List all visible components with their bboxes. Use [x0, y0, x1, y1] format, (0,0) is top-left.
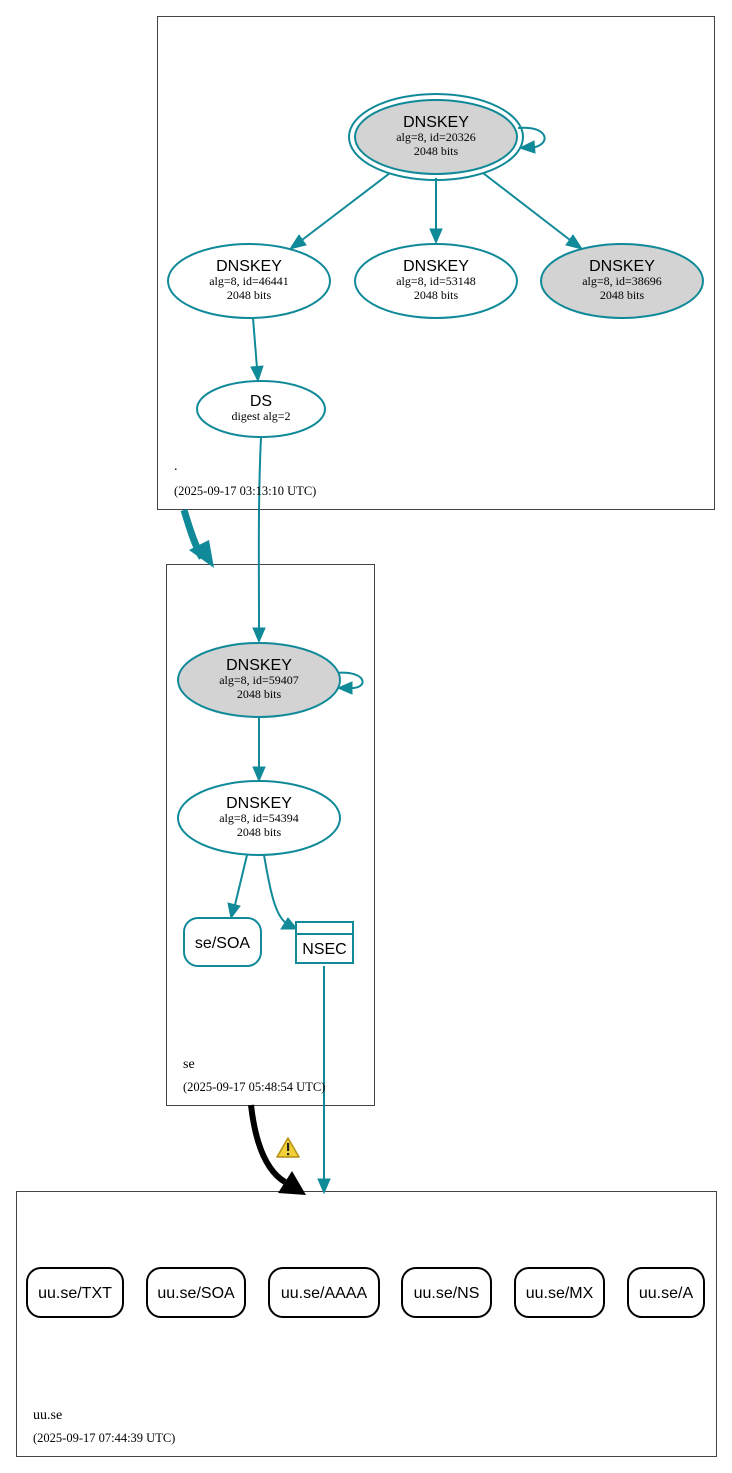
record-box	[401, 1267, 492, 1318]
arrowhead	[252, 766, 266, 783]
root-zsk1-title: DNSKEY	[216, 258, 282, 275]
record-label: uu.se/MX	[526, 1285, 594, 1302]
se-soa-node[interactable]: se/SOA	[183, 917, 262, 967]
root-ksk-node[interactable]: DNSKEY alg=8, id=20326 2048 bits	[348, 93, 524, 181]
edge-ds-to-se-ksk	[257, 436, 262, 629]
se-nsec-label: NSEC	[302, 941, 346, 958]
record-node[interactable]: uu.se/NS	[401, 1267, 492, 1318]
record-label: uu.se/A	[639, 1285, 694, 1302]
root-ksk2-node[interactable]: DNSKEY alg=8, id=38696 2048 bits	[540, 243, 704, 319]
zone-se-timestamp: (2025-09-17 05:48:54 UTC)	[183, 1080, 325, 1094]
zone-uu-se-timestamp: (2025-09-17 07:44:39 UTC)	[33, 1431, 175, 1445]
root-ksk-line2: 2048 bits	[414, 144, 459, 158]
arrowhead	[227, 902, 241, 920]
root-zsk2-title: DNSKEY	[403, 258, 469, 275]
arrowhead	[280, 917, 299, 930]
root-ksk2-title: DNSKEY	[589, 258, 655, 275]
arrowhead	[336, 681, 353, 695]
root-zsk2-line2: 2048 bits	[414, 288, 459, 302]
root-zsk2-ellipse	[354, 243, 518, 319]
se-zsk-line2: 2048 bits	[237, 825, 282, 839]
record-box	[627, 1267, 705, 1318]
arrowhead	[250, 365, 264, 383]
edge-se-zsk-to-soa	[234, 854, 248, 906]
delegation-arrowhead	[189, 540, 214, 568]
edge-se-ksk-self	[335, 671, 364, 690]
record-node[interactable]: uu.se/A	[627, 1267, 705, 1318]
zone-root-timestamp: (2025-09-17 03:13:10 UTC)	[174, 484, 316, 498]
edge-root-ksk-self	[517, 126, 546, 149]
se-ksk-title: DNSKEY	[226, 657, 292, 674]
root-zsk1-node[interactable]: DNSKEY alg=8, id=46441 2048 bits	[167, 243, 331, 319]
root-ksk-title: DNSKEY	[403, 114, 469, 131]
se-ds-line1: digest alg=2	[231, 409, 290, 423]
record-label: uu.se/NS	[414, 1285, 480, 1302]
arrowhead	[288, 234, 307, 250]
record-node[interactable]: uu.se/TXT	[26, 1267, 124, 1318]
se-soa-box	[183, 917, 262, 967]
record-node[interactable]: uu.se/AAAA	[268, 1267, 380, 1318]
edge-root-ksk-to-ksk2	[482, 172, 571, 241]
se-soa-label: se/SOA	[195, 935, 250, 952]
record-box	[268, 1267, 380, 1318]
record-node[interactable]: uu.se/SOA	[146, 1267, 246, 1318]
root-ksk-line1: alg=8, id=20326	[396, 130, 476, 144]
root-zsk2-line1: alg=8, id=53148	[396, 274, 476, 288]
root-ksk-inner-ellipse	[354, 99, 518, 175]
root-zsk2-node[interactable]: DNSKEY alg=8, id=53148 2048 bits	[354, 243, 518, 319]
se-zsk-title: DNSKEY	[226, 795, 292, 812]
se-nsec-node[interactable]: NSEC	[295, 921, 354, 964]
zone-uu-se-box	[16, 1191, 717, 1457]
record-label: uu.se/AAAA	[281, 1285, 368, 1302]
arrowhead	[565, 234, 584, 250]
record-label: uu.se/TXT	[38, 1285, 112, 1302]
uu-se-records: uu.se/TXT uu.se/SOA uu.se/AAAA uu.se/NS uu.s…	[26, 1267, 705, 1318]
root-ksk2-line2: 2048 bits	[600, 288, 645, 302]
root-ksk-outer-ellipse	[348, 93, 524, 181]
delegation-se-to-uu-se	[248, 1104, 287, 1185]
record-box	[146, 1267, 246, 1318]
root-zsk1-ellipse	[167, 243, 331, 319]
se-ksk-line1: alg=8, id=59407	[219, 673, 299, 687]
record-box	[514, 1267, 605, 1318]
edge-root-ksk-to-zsk1	[301, 172, 391, 241]
zone-root-name: .	[174, 459, 178, 474]
se-zsk-node[interactable]: DNSKEY alg=8, id=54394 2048 bits	[177, 780, 341, 856]
root-ksk2-line1: alg=8, id=38696	[582, 274, 662, 288]
delegation-arrowhead	[278, 1171, 306, 1195]
edge-se-zsk-to-nsec	[263, 854, 287, 924]
arrowhead	[518, 140, 536, 154]
se-ds-ellipse	[196, 380, 326, 438]
arrowhead	[252, 627, 266, 644]
se-ksk-line2: 2048 bits	[237, 687, 282, 701]
se-nsec-box	[295, 921, 354, 964]
se-zsk-line1: alg=8, id=54394	[219, 811, 299, 825]
edge-root-zsk1-to-ds	[252, 317, 258, 369]
se-ksk-node[interactable]: DNSKEY alg=8, id=59407 2048 bits	[177, 642, 341, 718]
record-label: uu.se/SOA	[157, 1285, 235, 1302]
se-zsk-ellipse	[177, 780, 341, 856]
zone-uu-se-name: uu.se	[33, 1408, 62, 1423]
se-ksk-ellipse	[177, 642, 341, 718]
root-zsk1-line1: alg=8, id=46441	[209, 274, 289, 288]
record-node[interactable]: uu.se/MX	[514, 1267, 605, 1318]
record-box	[26, 1267, 124, 1318]
root-zsk1-line2: 2048 bits	[227, 288, 272, 302]
warning-triangle-icon	[276, 1137, 300, 1158]
se-ds-title: DS	[250, 393, 272, 410]
zone-se-name: se	[183, 1057, 195, 1072]
arrowhead	[429, 228, 443, 245]
se-ds-node[interactable]: DS digest alg=2	[196, 380, 326, 438]
arrowhead	[317, 1178, 331, 1195]
root-ksk2-ellipse	[540, 243, 704, 319]
